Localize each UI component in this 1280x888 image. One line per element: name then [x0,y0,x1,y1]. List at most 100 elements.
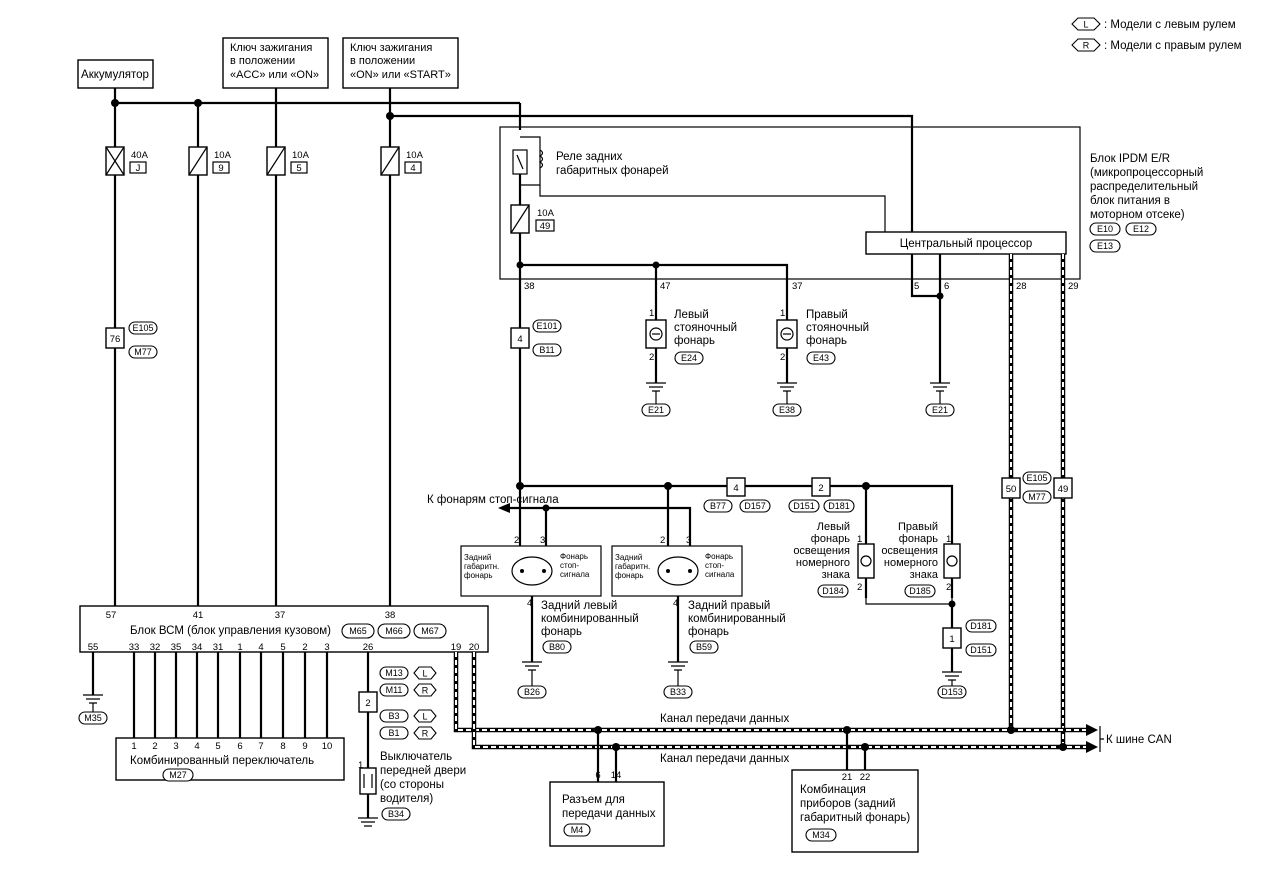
svg-text:55: 55 [88,642,99,653]
svg-text:Комбинированный переключатель: Комбинированный переключатель [130,755,314,767]
svg-text:21: 21 [842,772,853,783]
svg-text:стояночный: стояночный [674,322,737,334]
svg-text:4: 4 [194,741,199,752]
rear-left-combination-lamp: 2 3 Задний габаритн. фонарь Фонарь стоп-… [460,535,639,699]
svg-text:1: 1 [949,634,954,645]
svg-text:2: 2 [780,352,785,363]
svg-text:M34: M34 [812,830,830,840]
svg-text:блок питания в: блок питания в [1090,195,1170,207]
svg-text:D185: D185 [909,586,931,596]
svg-text:E21: E21 [932,405,948,415]
svg-text:1: 1 [237,642,242,653]
legend-right-code: R [1083,41,1090,51]
svg-text:10: 10 [322,741,333,752]
right-parking-lamp: 1 2 E38 Правый стояночный фонарь E43 [772,308,869,417]
svg-text:4: 4 [410,163,415,174]
rear-right-combination-lamp: 2 3 Задний габаритн. фонарь Фонарь стоп-… [611,535,786,699]
svg-text:Канал передачи данных: Канал передачи данных [660,753,789,765]
svg-text:R: R [422,686,429,696]
svg-text:комбинированный: комбинированный [541,613,639,625]
svg-text:M65: M65 [349,626,367,636]
svg-text:M77: M77 [1028,492,1046,502]
svg-text:4: 4 [517,334,522,345]
legend: L : Модели с левым рулем R : Модели с пр… [1071,17,1242,52]
svg-text:47: 47 [660,281,671,292]
svg-text:2: 2 [946,582,951,593]
svg-text:B26: B26 [524,687,540,697]
joint-connector-d151: 2 D151 D181 [788,477,855,513]
svg-text:E38: E38 [779,405,795,415]
svg-text:5: 5 [280,642,285,653]
svg-text:Задний: Задний [615,553,642,562]
svg-text:Комбинация: Комбинация [800,784,866,796]
svg-text:сигнала: сигнала [560,570,590,579]
svg-text:37: 37 [275,610,286,621]
svg-text:E24: E24 [681,353,697,363]
svg-text:3: 3 [686,535,691,546]
svg-text:38: 38 [524,281,535,292]
svg-text:Задний левый: Задний левый [541,600,617,612]
svg-text:8: 8 [280,741,285,752]
svg-text:6: 6 [237,741,242,752]
svg-text:Задний правый: Задний правый [688,600,770,612]
svg-text:габаритн.: габаритн. [615,562,650,571]
svg-text:номерного: номерного [796,557,850,569]
svg-text:Выключатель: Выключатель [380,751,452,763]
joint-connector-76: 76 E105 M77 [105,321,158,359]
svg-text:фонарь: фонарь [674,335,715,347]
svg-text:2: 2 [514,535,519,546]
license-lamp-left: Левый фонарь освещения номерного знака 1… [793,521,875,598]
ignition-on-source: Ключ зажигания в положении «ON» или «STA… [342,37,459,89]
svg-text:Канал передачи данных: Канал передачи данных [660,713,789,725]
svg-text:фонарь: фонарь [464,571,493,580]
svg-text:E21: E21 [648,405,664,415]
rear-lamp-bus [516,482,956,628]
svg-text:57: 57 [106,610,117,621]
svg-text:10A: 10A [214,150,232,161]
svg-text:M35: M35 [84,713,102,723]
svg-text:M77: M77 [134,347,152,357]
ignition-acc-source: Ключ зажигания в положении «ACC» или «ON… [222,37,329,89]
svg-text:B77: B77 [710,501,726,511]
svg-text:стоп-: стоп- [560,561,579,570]
svg-text:Центральный процессор: Центральный процессор [900,238,1033,250]
svg-text:M66: M66 [385,626,403,636]
svg-text:41: 41 [193,610,204,621]
joint-connector-e101: 4 E101 B11 [510,319,562,357]
svg-text:E13: E13 [1097,241,1113,251]
legend-right-text: : Модели с правым рулем [1104,40,1242,52]
svg-text:номерного: номерного [884,557,938,569]
joint-connector-d181-ground: 1 D181 D151 D153 [937,619,997,699]
svg-text:34: 34 [192,642,203,653]
svg-text:6: 6 [944,281,949,292]
svg-text:2: 2 [152,741,157,752]
cpu-box: Центральный процессор [865,231,1067,255]
svg-text:фонарь: фонарь [688,626,729,638]
tail-lamp-relay: Реле задних габаритных фонарей [512,136,886,236]
stop-lamp-feed: К фонарям стоп-сигнала [427,494,692,546]
svg-text:D181: D181 [828,501,850,511]
svg-text:приборов (задний: приборов (задний [800,798,896,810]
legend-left-code: L [1083,20,1088,30]
svg-text:1: 1 [358,760,363,771]
svg-text:фонарь: фонарь [615,571,644,580]
svg-text:D157: D157 [744,501,766,511]
svg-text:B11: B11 [539,345,554,355]
svg-text:M13: M13 [385,668,403,678]
svg-text:(со стороны: (со стороны [380,779,444,791]
svg-text:L: L [422,712,427,722]
svg-text:знака: знака [910,569,939,581]
svg-text:Правый: Правый [806,309,848,321]
svg-text:M11: M11 [386,685,403,695]
svg-text:знака: знака [822,569,851,581]
svg-text:5: 5 [914,281,919,292]
svg-text:5: 5 [296,163,301,174]
svg-text:31: 31 [213,642,224,653]
svg-text:E12: E12 [1133,224,1149,234]
svg-text:фонарь: фонарь [806,335,847,347]
svg-text:Левый: Левый [674,309,709,321]
svg-text:3: 3 [324,642,329,653]
ipdm-can-lines: 50 49 E105 M77 [1001,254,1073,747]
svg-text:6: 6 [595,770,600,781]
